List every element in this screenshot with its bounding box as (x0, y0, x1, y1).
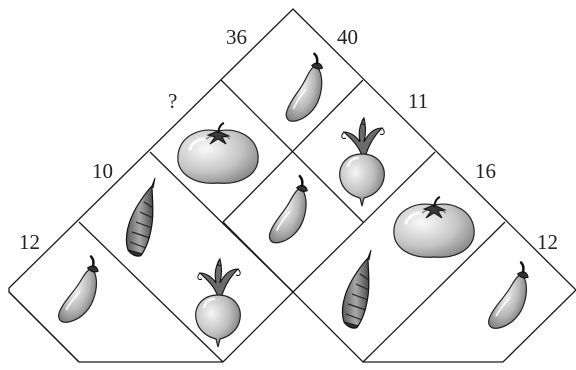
puzzle-grid (9, 9, 576, 362)
label-row4-left: 12 (19, 230, 40, 254)
eggplant-icon (57, 252, 102, 327)
label-row4-right: 12 (537, 230, 558, 254)
eggplant-icon (487, 258, 532, 333)
grid-line (79, 222, 223, 362)
label-top-right: 40 (337, 25, 358, 49)
label-row2-left: ? (168, 89, 177, 113)
radish-icon (340, 118, 385, 206)
label-row2-right: 11 (408, 89, 428, 113)
eggplant-icon (268, 173, 311, 247)
bamboo-shoot-icon (126, 178, 155, 256)
label-row3-left: 10 (92, 159, 113, 183)
tomato-icon (394, 197, 474, 257)
outer-border (9, 9, 576, 362)
bamboo-shoot-icon (342, 250, 371, 328)
tomato-icon (178, 123, 258, 183)
label-row3-right: 16 (475, 159, 496, 183)
eggplant-icon (285, 51, 326, 125)
radish-icon (196, 259, 241, 347)
label-top-left: 36 (226, 25, 247, 49)
